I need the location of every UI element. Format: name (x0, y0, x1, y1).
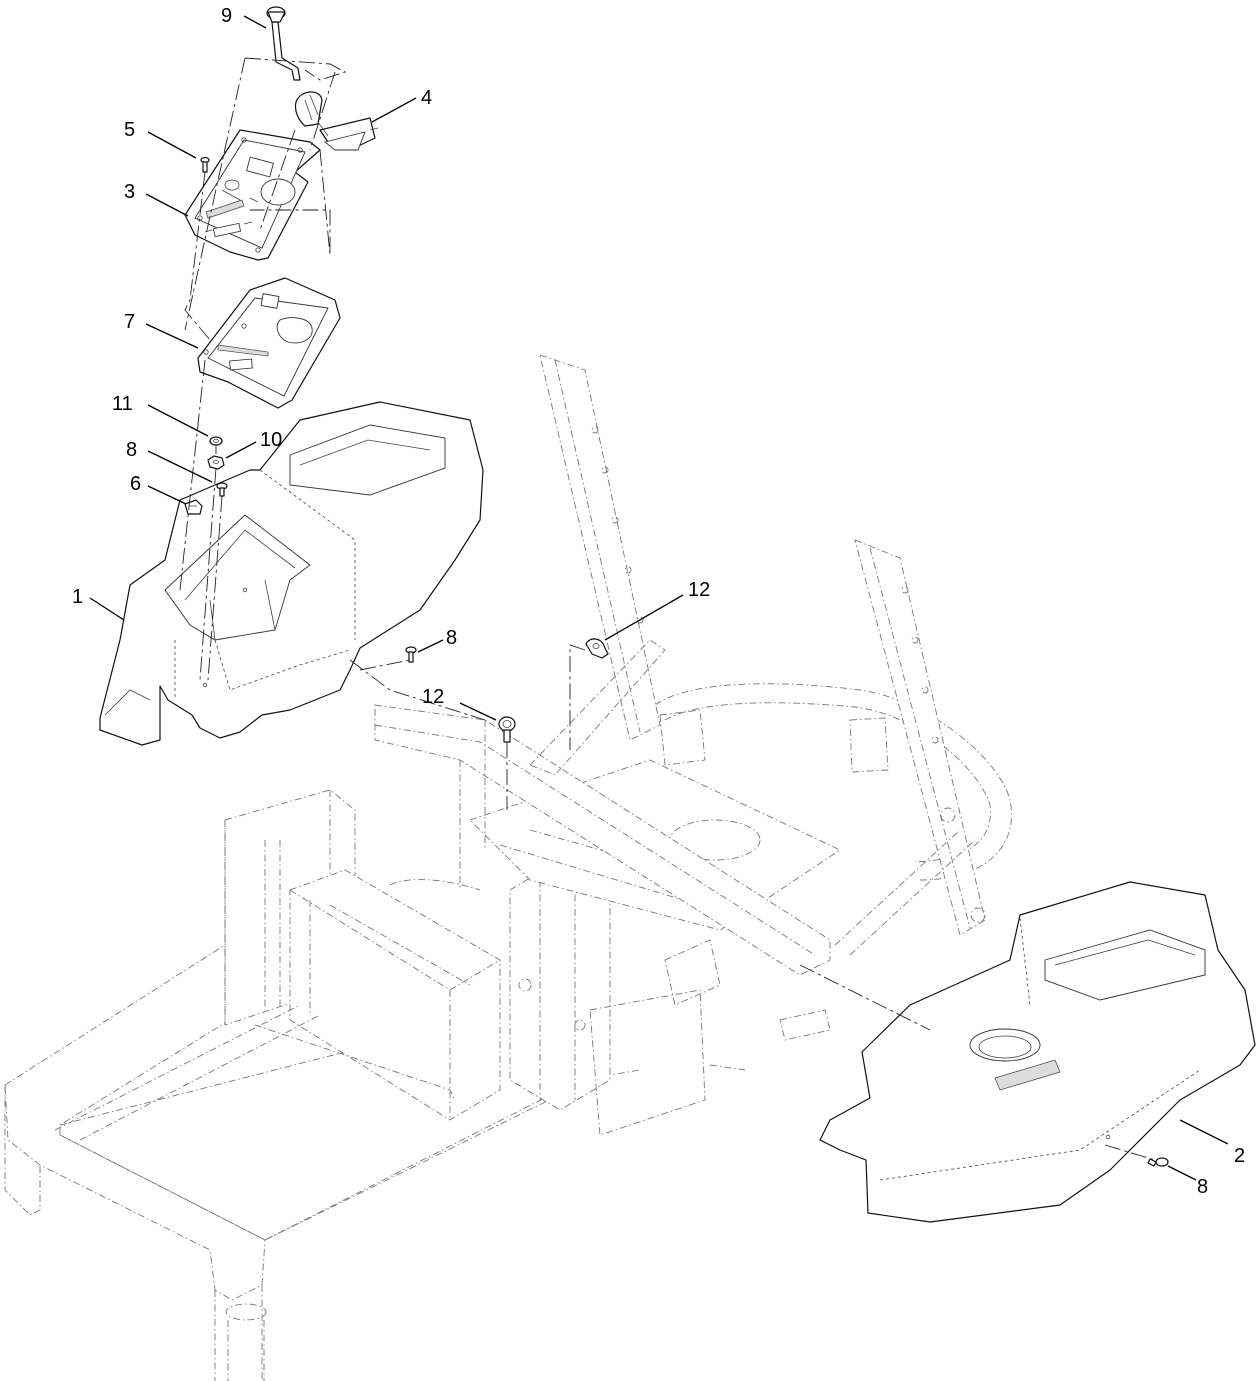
part-2-right-console (819, 881, 1256, 1223)
callout-1: 1 (72, 586, 83, 608)
part-5-screw (200, 156, 210, 173)
callout-8: 8 (126, 439, 137, 461)
callout-9: 9 (221, 5, 232, 27)
callout-8: 8 (1197, 1176, 1208, 1198)
part-10-nut (207, 455, 225, 470)
callout-3: 3 (124, 181, 135, 203)
chassis-frame (4, 354, 1012, 1381)
callout-7: 7 (124, 311, 135, 333)
leader-lines (89, 15, 1229, 1181)
callout-labels: 9 4 5 3 7 11 10 8 6 1 12 8 12 2 8 (72, 5, 1245, 1198)
part-1-left-console (99, 401, 484, 746)
part-9-control-rod (266, 6, 301, 81)
part-12-pin-upper (585, 638, 609, 659)
assembly-lines (179, 57, 1156, 1161)
callout-2: 2 (1234, 1145, 1245, 1167)
callout-10: 10 (260, 429, 282, 451)
part-7-lower-plate (197, 277, 341, 409)
callout-5: 5 (124, 119, 135, 141)
part-8-bolt-middle (405, 646, 417, 663)
part-8-bolt-right (1147, 1157, 1169, 1167)
callout-12: 12 (422, 686, 444, 708)
part-12-pin-lower (498, 716, 516, 743)
part-4-lever-assembly (294, 91, 379, 151)
part-8-bolt-upper (216, 482, 228, 497)
callout-12: 12 (688, 579, 710, 601)
callout-6: 6 (130, 473, 141, 495)
callout-8: 8 (446, 627, 457, 649)
callout-11: 11 (112, 393, 133, 415)
part-11-washer (209, 436, 223, 446)
part-3-upper-panel (184, 129, 321, 261)
callout-4: 4 (421, 87, 432, 109)
